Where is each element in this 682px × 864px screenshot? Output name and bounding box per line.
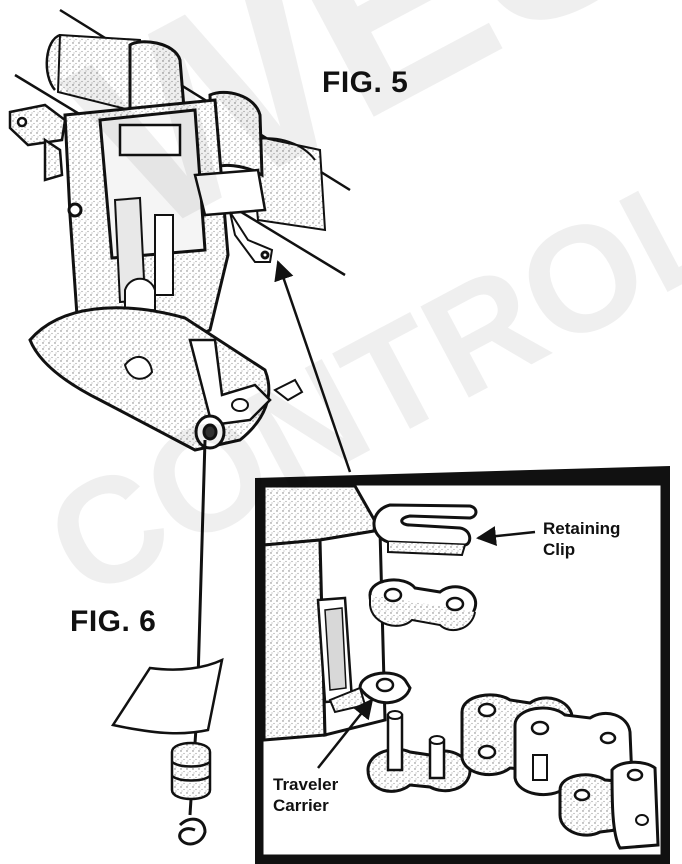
traveler-bracket bbox=[63, 98, 274, 357]
retaining-clip bbox=[372, 503, 478, 557]
left-bracket-ear bbox=[8, 103, 67, 182]
retaining-clip-label-line1: Retaining bbox=[543, 519, 621, 538]
inset-rail-block bbox=[262, 484, 387, 742]
traveler-carrier-label-line1: Traveler bbox=[273, 775, 339, 794]
retaining-clip-arrow bbox=[476, 526, 536, 547]
cord-tag bbox=[110, 657, 224, 735]
fig5-title: FIG. 5 bbox=[322, 66, 409, 99]
cord-knot bbox=[178, 817, 207, 846]
detached-link-plates bbox=[328, 578, 478, 714]
pipe-collars bbox=[128, 40, 264, 178]
traveler-carrier-label-line2: Carrier bbox=[273, 796, 329, 815]
fig5-to-inset-leader bbox=[274, 260, 352, 473]
retaining-clip-label: Retaining Clip bbox=[543, 518, 620, 560]
fig6-title: FIG. 6 bbox=[70, 605, 157, 638]
lower-curved-plate bbox=[28, 306, 304, 452]
rail-pipe bbox=[14, 8, 351, 277]
traveler-carrier-arrow bbox=[317, 698, 374, 769]
connecting-pin-link bbox=[366, 710, 472, 793]
retaining-clip-label-line2: Clip bbox=[543, 540, 576, 559]
cord-weight bbox=[170, 741, 212, 801]
traveler-carrier-label: Traveler Carrier bbox=[273, 774, 338, 816]
roller-chain bbox=[460, 693, 660, 850]
